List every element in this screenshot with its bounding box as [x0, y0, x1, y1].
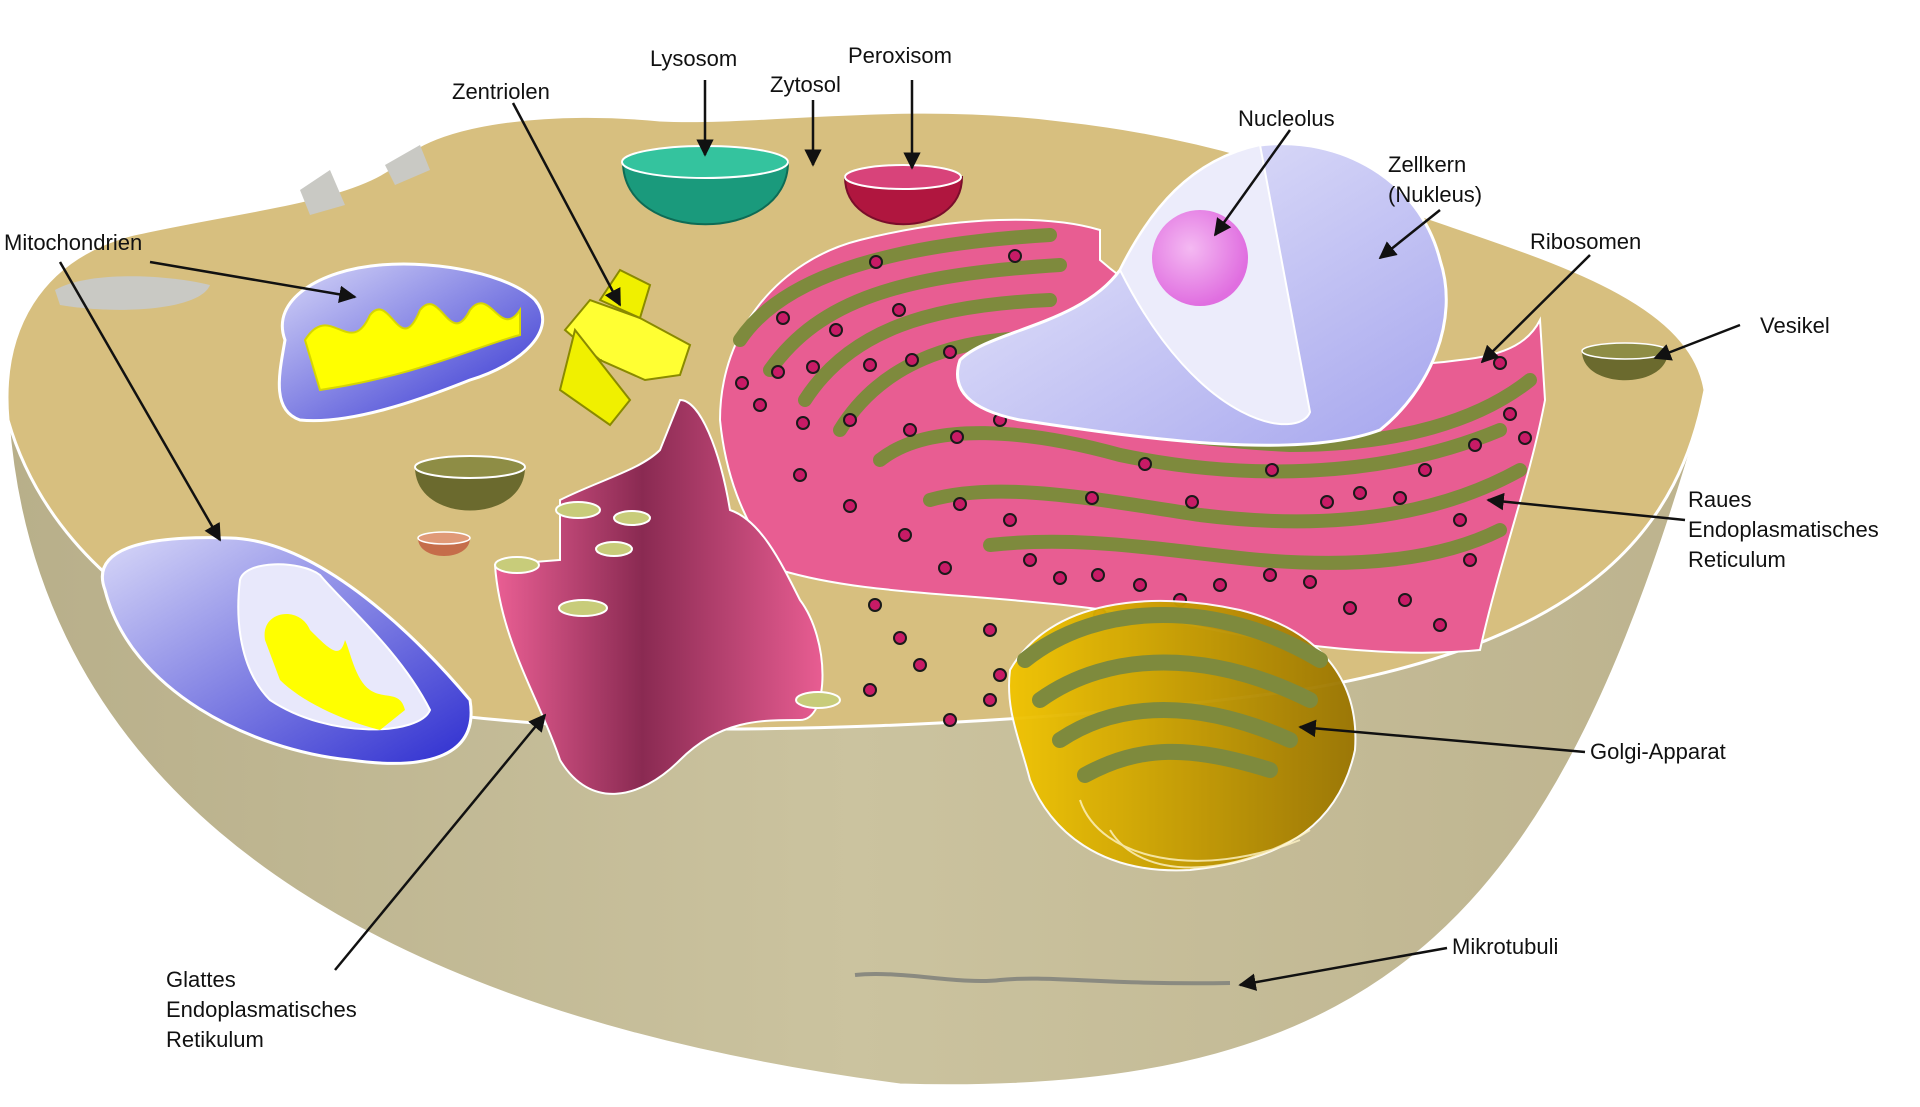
arrow-glattes-er — [334, 713, 547, 971]
label-golgi: Golgi-Apparat — [1590, 739, 1726, 764]
label-glattes-er: Glattes Endoplasmatisches Retikulum — [166, 965, 357, 1055]
ribosomes — [735, 249, 1532, 727]
mitochondrion-bottom — [100, 536, 473, 765]
label-vesikel: Vesikel — [1760, 313, 1830, 338]
label-raues-er-line1: Raues — [1688, 487, 1752, 512]
vesicle-small — [417, 531, 471, 556]
label-raues-er-line3: Reticulum — [1688, 547, 1786, 572]
label-nucleolus: Nucleolus — [1238, 106, 1335, 131]
centriole — [558, 268, 692, 427]
cytosol-recess — [385, 145, 430, 185]
label-glattes-er-line2: Endoplasmatisches — [166, 997, 357, 1022]
arrow-mitochondrien-top — [149, 260, 357, 303]
label-peroxisom: Peroxisom — [848, 43, 952, 68]
arrow-raues-er — [1486, 492, 1686, 522]
label-arrows — [58, 80, 1741, 991]
peroxisome — [843, 164, 964, 226]
nucleus — [956, 142, 1448, 447]
nucleolus — [1152, 210, 1248, 306]
vesicle-large — [414, 455, 526, 511]
mitochondrion-top — [277, 262, 545, 423]
golgi-apparatus — [1008, 599, 1357, 872]
arrow-zentriolen — [511, 102, 622, 307]
cytosol-recess — [55, 276, 210, 310]
label-mitochondrien: Mitochondrien — [4, 230, 143, 255]
label-lysosom: Lysosom — [650, 46, 738, 71]
label-raues-er: Raues Endoplasmatisches Reticulum — [1688, 485, 1879, 575]
label-raues-er-line2: Endoplasmatisches — [1688, 517, 1879, 542]
arrow-nucleolus — [1213, 129, 1292, 237]
label-zellkern-line2: (Nukleus) — [1388, 182, 1483, 207]
label-zytosol: Zytosol — [770, 72, 841, 97]
microtubule — [854, 971, 1231, 986]
label-zellkern-line1: Zellkern — [1388, 152, 1467, 177]
label-ribosomen: Ribosomen — [1530, 229, 1642, 254]
arrow-zellkern — [1378, 209, 1441, 260]
label-glattes-er-line1: Glattes — [166, 967, 236, 992]
cytosol-recess — [300, 170, 345, 215]
vesicle-right — [1581, 342, 1669, 381]
label-glattes-er-line3: Retikulum — [166, 1027, 264, 1052]
label-zellkern: Zellkern (Nukleus) — [1388, 150, 1482, 210]
arrow-vesikel — [1653, 323, 1741, 361]
smooth-er — [493, 398, 841, 795]
arrow-golgi — [1298, 719, 1586, 754]
arrow-mitochondrien-bottom — [58, 261, 222, 542]
label-mikrotubuli: Mikrotubuli — [1452, 934, 1559, 959]
arrow-ribosomen — [1480, 254, 1591, 364]
label-zentriolen: Zentriolen — [452, 79, 550, 104]
arrow-mikrotubuli — [1238, 946, 1448, 991]
